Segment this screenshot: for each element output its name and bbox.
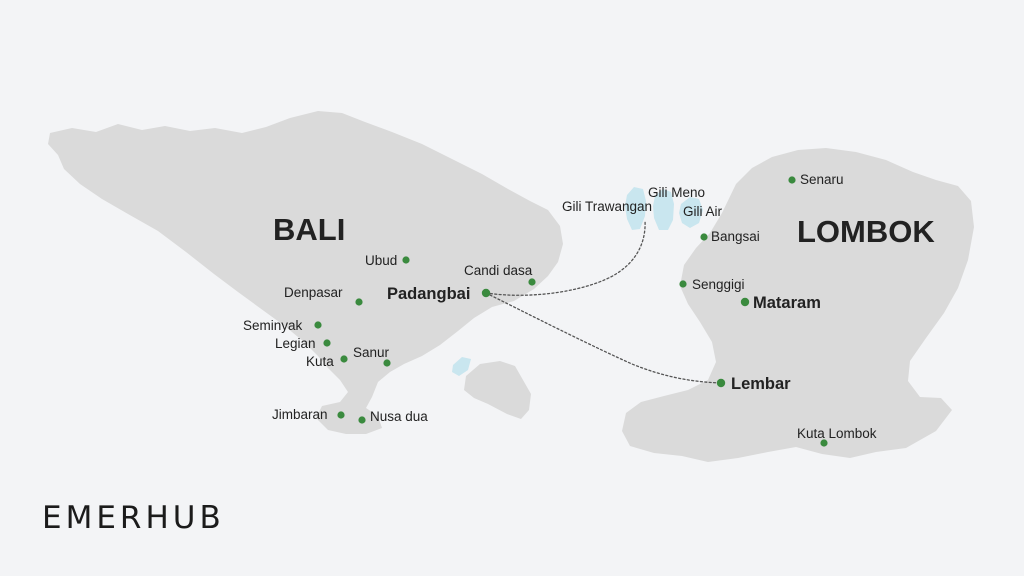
padangbai-label: Padangbai xyxy=(387,285,470,303)
route-padangbai-gili xyxy=(485,219,646,296)
bali-island-shape xyxy=(48,111,563,434)
kuta-lombok-label: Kuta Lombok xyxy=(797,426,877,441)
senggigi-label: Senggigi xyxy=(692,277,745,292)
bangsai-label: Bangsai xyxy=(711,229,760,244)
gili-trawangan-islet xyxy=(625,187,646,230)
ubud-marker xyxy=(402,256,410,264)
kuta-label: Kuta xyxy=(306,354,334,369)
legian-marker xyxy=(323,339,331,347)
denpasar-marker xyxy=(355,298,363,306)
nusa-dua-marker xyxy=(358,416,366,424)
gili-trawangan-label: Gili Trawangan xyxy=(562,199,652,214)
gili-air-label: Gili Air xyxy=(683,204,723,219)
jimbaran-marker xyxy=(337,411,345,419)
senaru-label: Senaru xyxy=(800,172,844,187)
seminyak-marker xyxy=(314,321,322,329)
kuta-lombok-marker xyxy=(820,439,828,447)
candi-dasa-marker xyxy=(528,278,536,286)
gili-meno-label: Gili Meno xyxy=(648,185,705,200)
lombok-title: LOMBOK xyxy=(797,214,935,249)
bali-title: BALI xyxy=(273,212,345,247)
route-padangbai-lembar xyxy=(485,292,722,384)
seminyak-label: Seminyak xyxy=(243,318,303,333)
senggigi-marker xyxy=(679,280,687,288)
nusa-dua-label: Nusa dua xyxy=(370,409,428,424)
lembar-marker xyxy=(716,378,726,388)
bangsai-marker xyxy=(700,233,708,241)
lombok-island-shape xyxy=(622,148,974,462)
padangbai-marker xyxy=(481,288,491,298)
senaru-marker xyxy=(788,176,796,184)
gili-air-islet xyxy=(679,197,703,228)
denpasar-label: Denpasar xyxy=(284,285,343,300)
emerhub-logo: EMERHUB xyxy=(42,500,225,536)
mataram-label: Mataram xyxy=(753,294,821,312)
sanur-marker xyxy=(383,359,391,367)
candi-dasa-label: Candi dasa xyxy=(464,263,533,278)
jimbaran-label: Jimbaran xyxy=(272,407,328,422)
lembar-label: Lembar xyxy=(731,375,791,393)
ubud-label: Ubud xyxy=(365,253,397,268)
nusa-lembongan-islet xyxy=(452,357,471,376)
mataram-marker xyxy=(740,297,750,307)
nusa-penida-island-shape xyxy=(464,361,531,419)
legian-label: Legian xyxy=(275,336,316,351)
sanur-label: Sanur xyxy=(353,345,390,360)
gili-meno-islet xyxy=(653,189,674,230)
kuta-marker xyxy=(340,355,348,363)
